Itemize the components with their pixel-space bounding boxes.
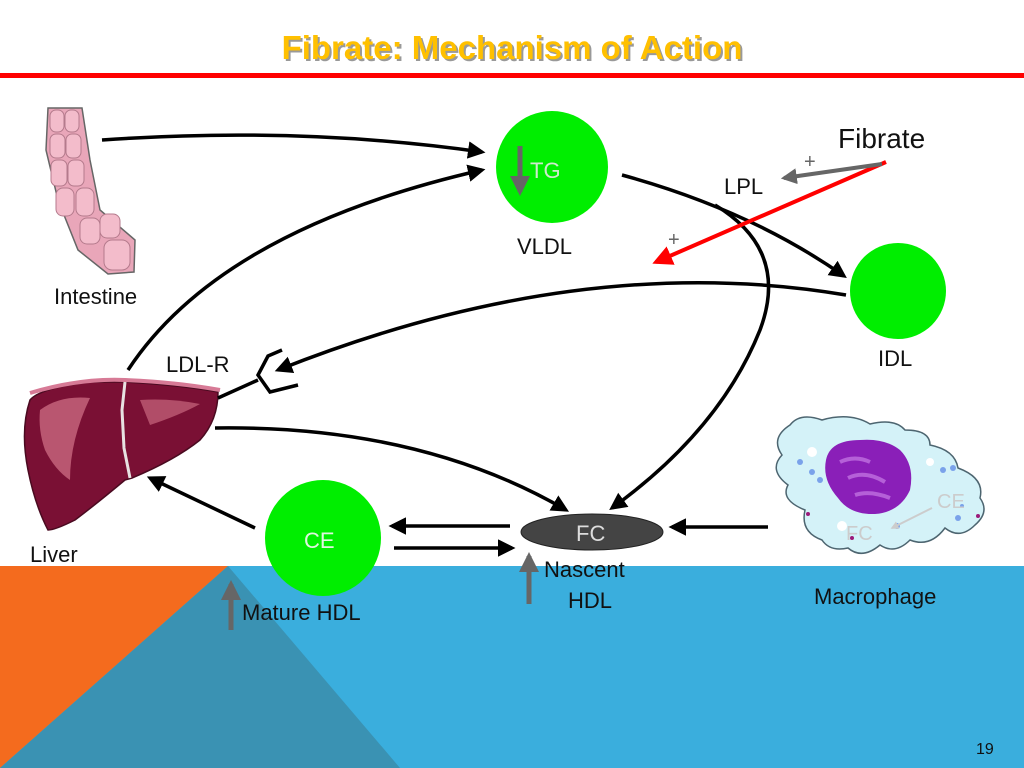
ldl-r-label: LDL-R	[166, 352, 230, 377]
nascent-hdl-fc-label: FC	[576, 521, 605, 546]
nascent-hdl-label-line2: HDL	[568, 588, 612, 613]
arrow-liver-to-vldl	[126, 164, 486, 371]
idl-particle	[850, 243, 946, 339]
idl-label: IDL	[878, 346, 912, 371]
bg-teal-triangle	[0, 566, 400, 768]
page-title-shadow: Fibrate: Mechanism of Action	[284, 31, 745, 68]
macrophage-ce-label: CE	[937, 491, 965, 513]
intestine-illustration	[45, 107, 136, 275]
arrow-mature-hdl-to-liver	[146, 476, 256, 530]
arrow-liver-to-nascent-hdl	[214, 426, 570, 512]
lpl-plus-sign: +	[804, 151, 816, 173]
background	[0, 566, 1024, 768]
fibrate-to-lpl-arrow	[780, 162, 883, 185]
arrow-idl-to-ldlr	[274, 280, 847, 373]
liver-label: Liver	[30, 542, 78, 567]
mature-hdl-ce-label: CE	[304, 528, 335, 553]
macrophage-illustration: CE FC	[775, 416, 985, 554]
fibrate-label: Fibrate	[838, 123, 925, 154]
macrophage-fc-label: FC	[846, 523, 873, 545]
macrophage-ce-to-fc-arrow	[890, 507, 933, 529]
arrow-vldl-to-nascent-hdl	[609, 203, 771, 511]
macrophage-label: Macrophage	[814, 584, 936, 609]
fibrate-to-ldlr-arrow	[652, 160, 887, 265]
intestine-label: Intestine	[54, 284, 137, 309]
ldl-receptor-bracket	[255, 348, 299, 394]
line-ldlr-to-liver	[217, 378, 259, 400]
mature-hdl-label: Mature HDL	[242, 600, 361, 625]
lpl-label: LPL	[724, 174, 763, 199]
page-title: Fibrate: Mechanism of Action	[282, 29, 743, 66]
title-rule	[0, 73, 1024, 78]
vldl-label: VLDL	[517, 234, 572, 259]
ldlr-plus-sign: +	[668, 229, 680, 251]
vldl-tg-label: TG	[530, 158, 561, 183]
arrow-intestine-to-vldl	[101, 133, 486, 159]
liver-illustration	[23, 377, 221, 531]
nascent-hdl-label-line1: Nascent	[544, 557, 625, 582]
arrow-vldl-to-idl	[621, 173, 847, 279]
mature-hdl-particle	[265, 480, 381, 596]
page-number: 19	[976, 741, 994, 758]
nascent-hdl-particle	[520, 513, 664, 551]
